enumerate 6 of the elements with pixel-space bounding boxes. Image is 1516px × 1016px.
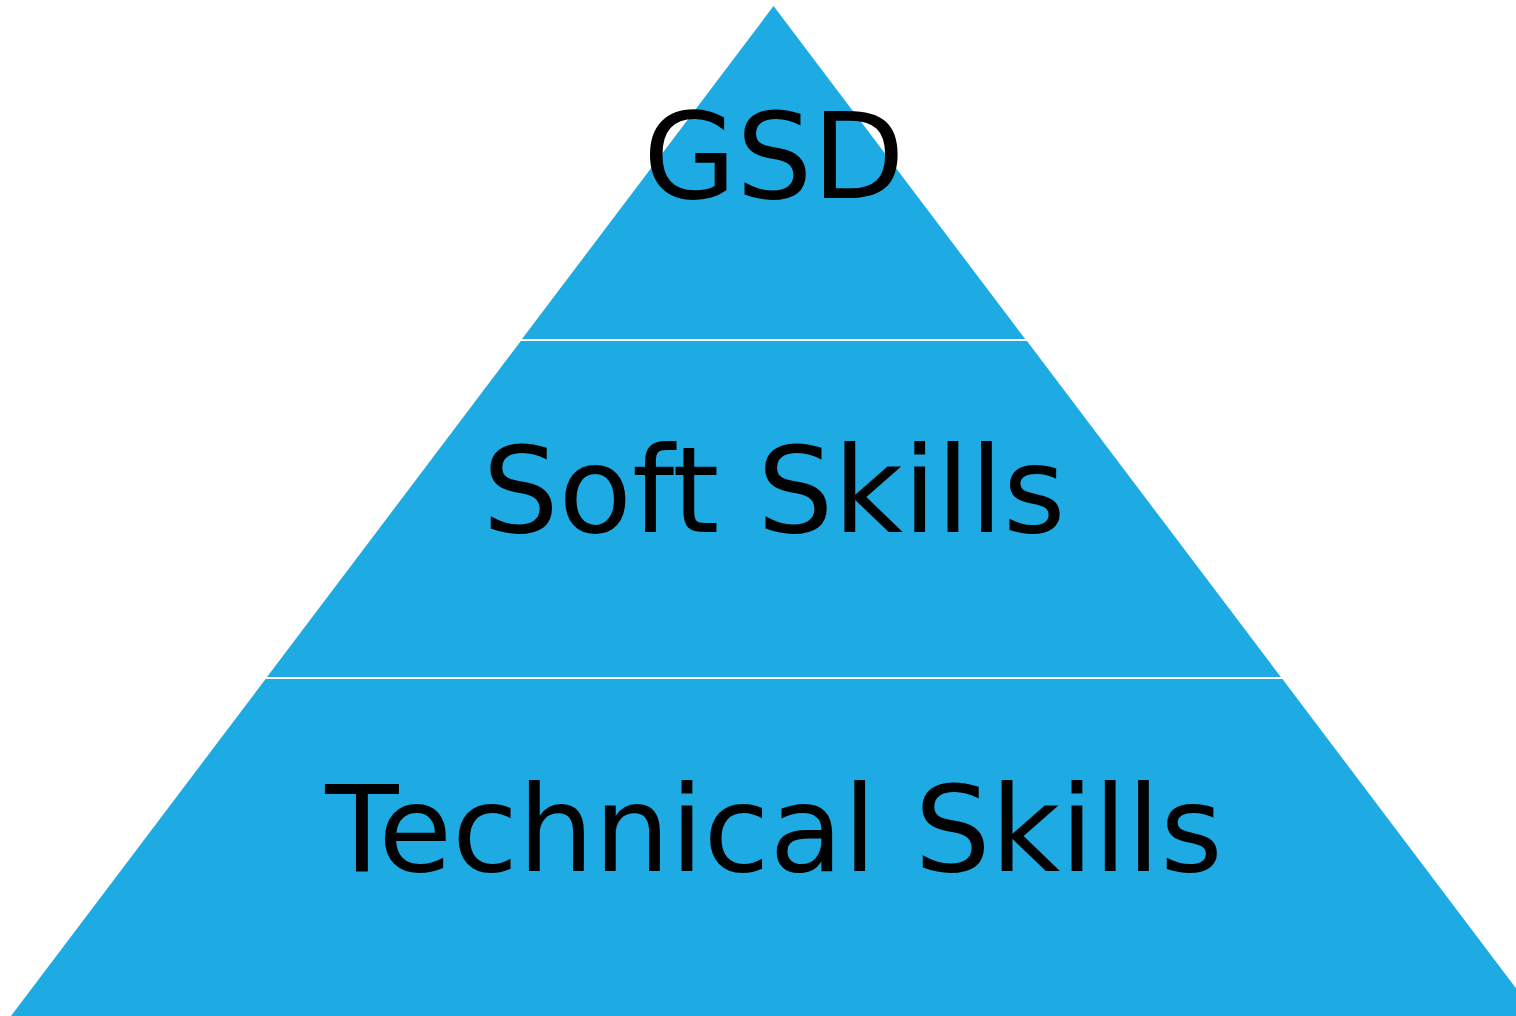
pyramid-apex: [522, 6, 1026, 339]
tier-label: GSD: [642, 97, 906, 217]
pyramid-tier: [267, 341, 1281, 677]
pyramid-tier: [11, 679, 1516, 1016]
tier-label: Soft Skills: [481, 431, 1067, 551]
tier-label: Technical Skills: [324, 770, 1224, 890]
